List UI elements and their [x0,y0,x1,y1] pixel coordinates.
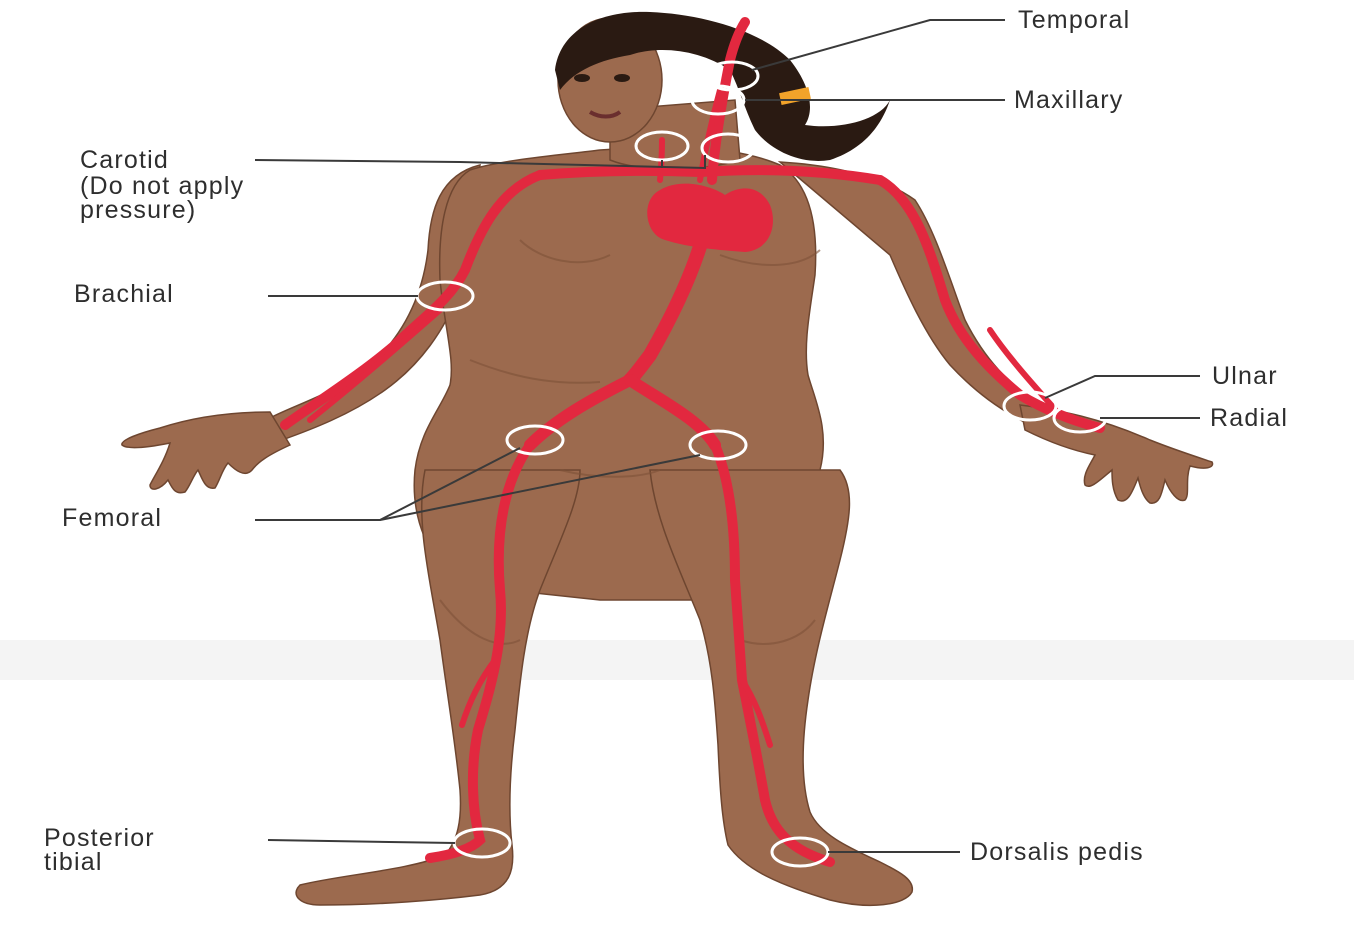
label-maxillary: Maxillary [1014,88,1123,112]
label-brachial: Brachial [74,282,174,306]
label-temporal: Temporal [1018,8,1130,32]
label-ulnar: Ulnar [1212,364,1278,388]
leader-posterior-tibial [268,840,455,843]
right-arm [780,162,1040,425]
label-posterior-tibial-1: Posterior [44,826,155,850]
left-hand [122,412,290,493]
label-radial: Radial [1210,406,1288,430]
left-leg [296,470,580,905]
leader-ulnar [1045,376,1200,398]
label-carotid-note-1: (Do not apply [80,174,244,198]
label-carotid: Carotid [80,148,169,172]
label-dorsalis-pedis: Dorsalis pedis [970,840,1144,864]
label-posterior-tibial-2: tibial [44,850,103,874]
page-smudge [0,640,1354,680]
right-hand [1020,405,1213,503]
label-carotid-note-2: pressure) [80,198,196,222]
label-femoral: Femoral [62,506,162,530]
